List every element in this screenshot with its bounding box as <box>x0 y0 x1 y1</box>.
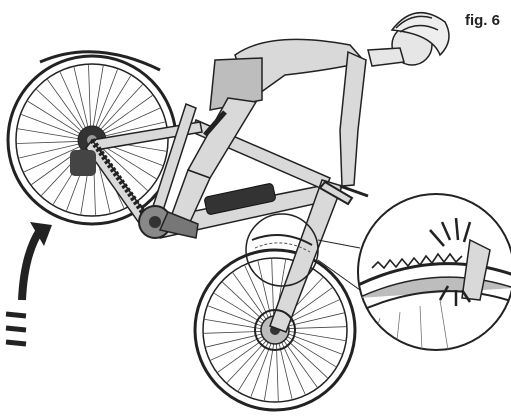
figure-label: fig. 6 <box>465 12 500 29</box>
front-wheel <box>195 250 355 410</box>
zoom-callout <box>358 194 511 350</box>
rear-fender <box>40 52 160 70</box>
wheel-spoke <box>276 336 278 401</box>
wheel-spoke <box>18 129 86 140</box>
wheel-spoke <box>258 261 273 324</box>
upward-arrow-icon <box>6 222 52 344</box>
wheel-spoke <box>89 65 91 134</box>
wheel-spoke <box>204 331 269 333</box>
wheel-spoke <box>206 332 269 347</box>
wheel-spoke <box>74 67 90 134</box>
wheel-spoke <box>281 327 346 329</box>
wheel-spoke <box>277 336 292 399</box>
wheel-spoke <box>17 141 86 143</box>
wheel-spoke <box>92 66 103 134</box>
